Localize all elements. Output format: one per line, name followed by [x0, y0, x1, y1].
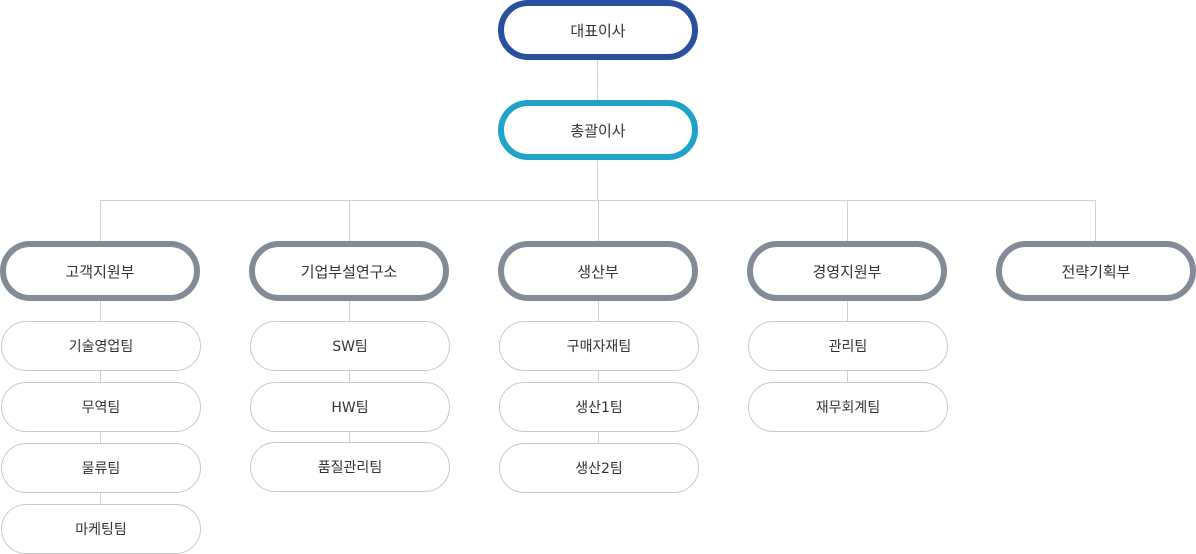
team-label: 생산1팀 — [575, 400, 623, 416]
connector-dept-4 — [1095, 200, 1096, 241]
team-box: HW팀 — [250, 382, 450, 432]
team-label: 마케팅팀 — [75, 522, 127, 538]
department-customer-support: 고객지원부 — [0, 241, 200, 301]
team-box: 무역팀 — [1, 382, 201, 432]
team-label: 생산2팀 — [575, 461, 623, 477]
team-box: SW팀 — [250, 321, 450, 371]
team-label: 구매자재팀 — [566, 339, 632, 355]
connector-col-2 — [598, 301, 599, 444]
connector-dept-2 — [598, 200, 599, 241]
team-box: 생산2팀 — [499, 443, 699, 493]
team-label: 기술영업팀 — [68, 339, 134, 355]
team-label: 재무회계팀 — [815, 400, 881, 416]
connector-dept-1 — [349, 200, 350, 241]
department-label: 고객지원부 — [65, 262, 135, 281]
team-box: 품질관리팀 — [250, 442, 450, 492]
department-production: 생산부 — [498, 241, 698, 301]
department-label: 기업부설연구소 — [300, 262, 398, 281]
connector-dept-0 — [100, 200, 101, 241]
department-label: 생산부 — [577, 262, 619, 281]
ceo-box: 대표이사 — [498, 0, 698, 60]
general-manager-label: 총괄이사 — [570, 121, 626, 140]
connector-gm-down — [597, 160, 598, 200]
team-box: 기술영업팀 — [1, 321, 201, 371]
team-label: HW팀 — [331, 400, 369, 416]
team-label: 관리팀 — [828, 339, 868, 355]
team-box: 재무회계팀 — [748, 382, 948, 432]
team-box: 관리팀 — [748, 321, 948, 371]
ceo-label: 대표이사 — [570, 21, 626, 40]
connector-ceo-gm — [597, 60, 598, 100]
team-box: 물류팀 — [1, 443, 201, 493]
department-strategy-planning: 전략기획부 — [996, 241, 1196, 301]
team-label: 무역팀 — [81, 400, 121, 416]
general-manager-box: 총괄이사 — [498, 100, 698, 160]
team-label: 품질관리팀 — [317, 460, 383, 476]
connector-dept-3 — [847, 200, 848, 241]
connector-col-1 — [349, 301, 350, 443]
team-box: 마케팅팀 — [1, 504, 201, 554]
department-label: 경영지원부 — [812, 262, 882, 281]
team-box: 생산1팀 — [499, 382, 699, 432]
department-research-institute: 기업부설연구소 — [249, 241, 449, 301]
department-label: 전략기획부 — [1061, 262, 1131, 281]
team-label: 물류팀 — [81, 461, 121, 477]
team-label: SW팀 — [332, 339, 368, 355]
department-management-support: 경영지원부 — [747, 241, 947, 301]
team-box: 구매자재팀 — [499, 321, 699, 371]
